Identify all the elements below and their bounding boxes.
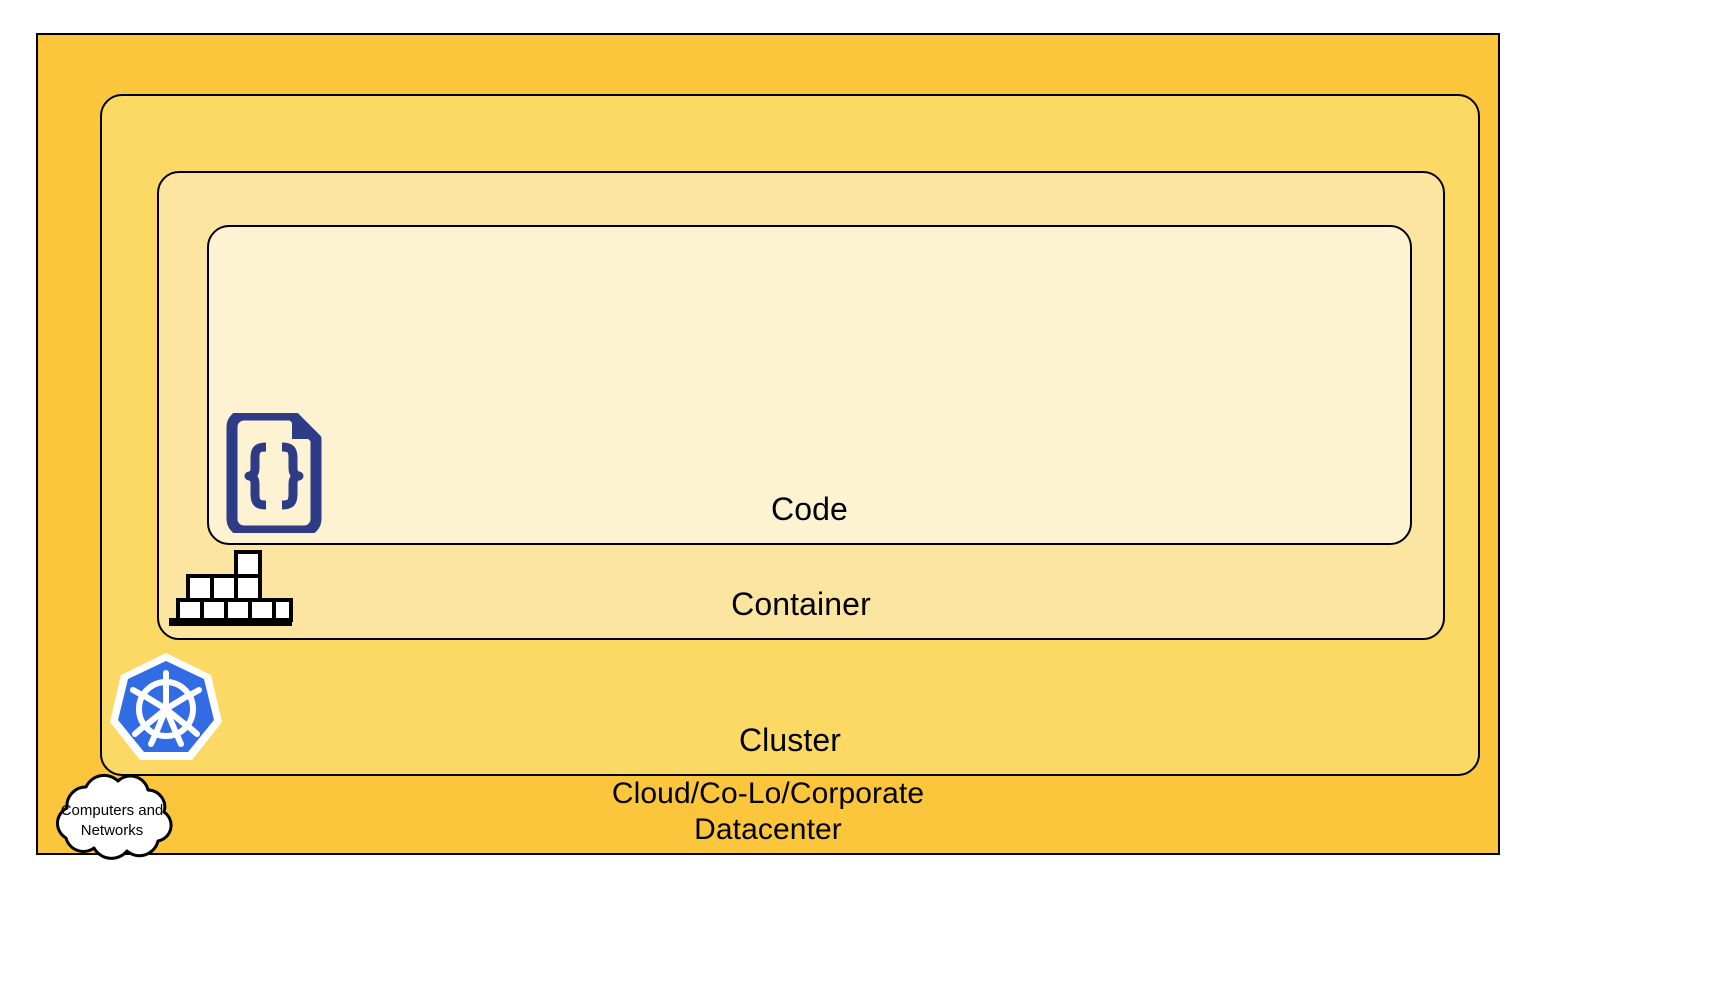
kubernetes-icon: [110, 651, 222, 763]
json-document-icon: [222, 409, 326, 537]
layer-cluster: Code Container Cluster: [100, 94, 1480, 776]
layer-code-label: Code: [771, 491, 848, 528]
layer-container-label: Container: [731, 586, 871, 623]
callout-label: Computers and Networks: [60, 801, 164, 839]
callout-computers-and-networks: Computers and Networks: [33, 772, 191, 868]
container-blocks-icon: [167, 550, 294, 626]
layer-code: Code: [207, 225, 1412, 545]
layer-datacenter: Code Container Cluster Cloud/Co-Lo/Corpo…: [36, 33, 1500, 855]
layer-datacenter-label: Cloud/Co-Lo/Corporate Datacenter: [611, 777, 925, 846]
layer-container: Code Container: [157, 171, 1445, 640]
cloud-icon: [56, 773, 173, 860]
layer-cluster-label: Cluster: [738, 722, 842, 759]
